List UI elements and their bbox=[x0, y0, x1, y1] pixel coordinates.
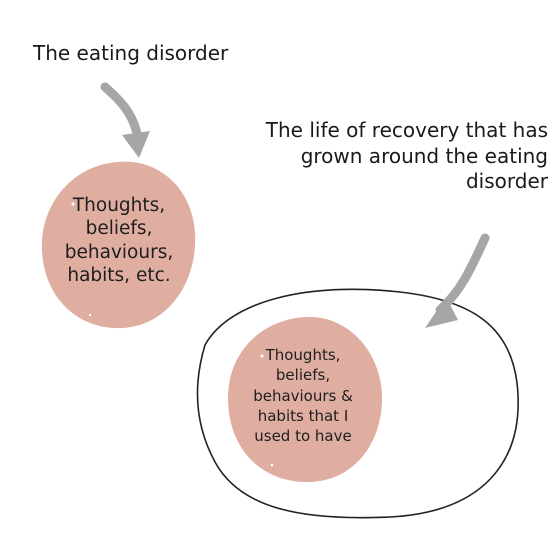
speck bbox=[88, 313, 92, 317]
speck bbox=[260, 354, 264, 358]
eating-disorder-label: The eating disorder bbox=[33, 41, 229, 65]
blob-text-line: beliefs, bbox=[275, 366, 331, 385]
blob-text-line: habits, etc. bbox=[67, 264, 171, 286]
blob-text-line: Thoughts, bbox=[72, 195, 166, 216]
recovery-label-line: grown around the eating bbox=[300, 143, 548, 168]
recovery-label: The life of recovery that has grown arou… bbox=[248, 118, 548, 195]
blob-text-line: beliefs, bbox=[85, 218, 153, 240]
former-habits-blob bbox=[228, 316, 383, 483]
eating-disorder-blob bbox=[41, 161, 196, 329]
recovery-label-line: disorder bbox=[465, 169, 548, 194]
blob-text-line: behaviours & bbox=[253, 386, 353, 405]
speck bbox=[270, 463, 274, 467]
recovery-outline bbox=[196, 288, 519, 519]
blob-text-line: used to have bbox=[254, 427, 352, 445]
blob-text-line: habits that I bbox=[257, 406, 349, 425]
arrow-to-eating-disorder bbox=[100, 82, 150, 158]
speck bbox=[71, 202, 75, 206]
blob-text-line: behaviours, bbox=[64, 241, 174, 263]
arrow-to-recovery bbox=[425, 233, 490, 328]
eating-disorder-blob-text: Thoughts, beliefs, behaviours, habits, e… bbox=[58, 194, 180, 287]
blob-text-line: Thoughts, bbox=[265, 346, 341, 364]
former-habits-blob-text: Thoughts, beliefs, behaviours & habits t… bbox=[242, 345, 364, 446]
recovery-label-line: The life of recovery that has bbox=[265, 118, 548, 142]
